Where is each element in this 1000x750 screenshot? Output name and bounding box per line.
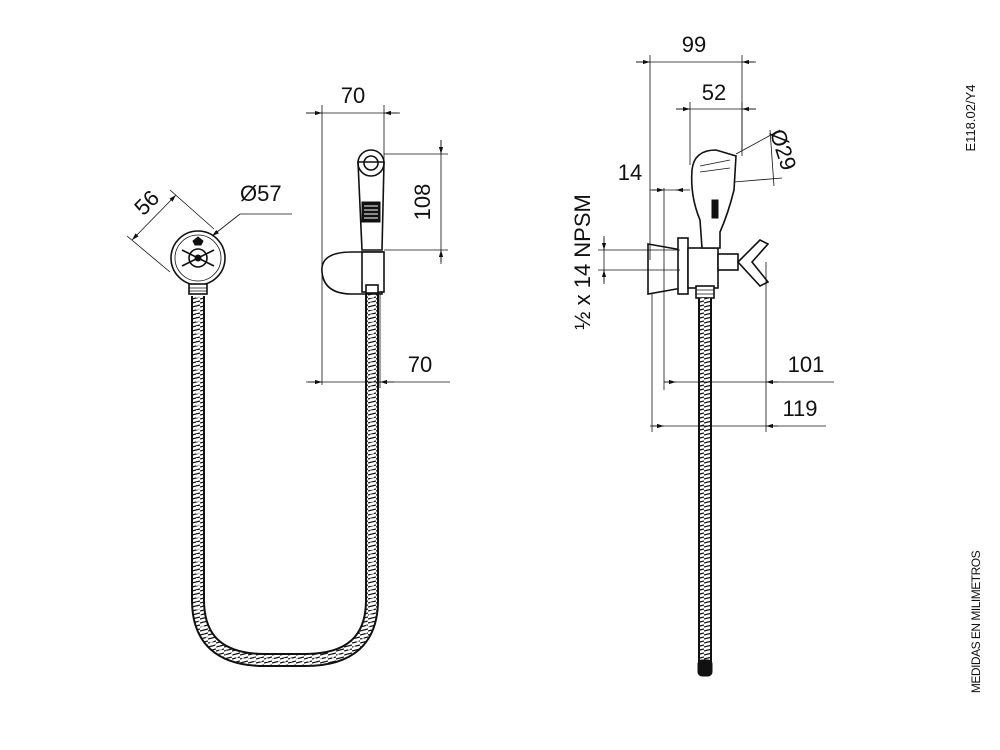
hand-shower-side — [690, 149, 737, 249]
dim-handset-width-top-label: 70 — [341, 83, 365, 108]
wall-rosette — [170, 230, 226, 295]
thread-spec-label: ½ x 14 NPSM — [570, 194, 595, 330]
dim-overall-top: 99 — [636, 32, 756, 260]
dim-handset-width-bottom: 70 — [306, 292, 450, 388]
dim-handset-height: 108 — [384, 140, 448, 264]
dim-head-width: 52 — [676, 80, 756, 165]
dim-rosette-diameter-label: Ø57 — [240, 181, 282, 206]
dim-nozzle-diameter: Ø29 — [733, 126, 802, 187]
dim-head-width-label: 52 — [702, 80, 726, 105]
dim-handset-width-bottom-label: 70 — [408, 352, 432, 377]
dim-rosette-diameter: Ø57 — [211, 181, 292, 237]
dim-handset-width-top: 70 — [306, 83, 400, 385]
dim-offset: 14 — [618, 160, 690, 390]
side-view: 99 52 Ø29 14 — [570, 32, 834, 677]
dim-projection-b-label: 119 — [782, 396, 817, 421]
hand-shower-front — [357, 149, 385, 294]
flexible-hose — [191, 290, 379, 667]
dim-projection-a: 101 — [664, 262, 834, 432]
front-view: 56 Ø57 70 108 — [126, 83, 450, 667]
dim-projection-b: 119 — [650, 294, 826, 432]
dim-mount-depth-label: 56 — [129, 185, 164, 220]
side-valve — [647, 237, 770, 299]
units-note: MEDIDAS EN MILIMETROS — [969, 550, 983, 693]
dim-nozzle-diameter-label: Ø29 — [765, 126, 802, 173]
dim-projection-a-label: 101 — [788, 352, 825, 377]
drawing-code: E118.02/Y4 — [963, 85, 978, 152]
dim-overall-top-label: 99 — [682, 32, 706, 57]
dim-offset-label: 14 — [618, 160, 642, 185]
dim-thread: ½ x 14 NPSM — [570, 194, 680, 330]
dim-handset-height-label: 108 — [410, 184, 435, 221]
